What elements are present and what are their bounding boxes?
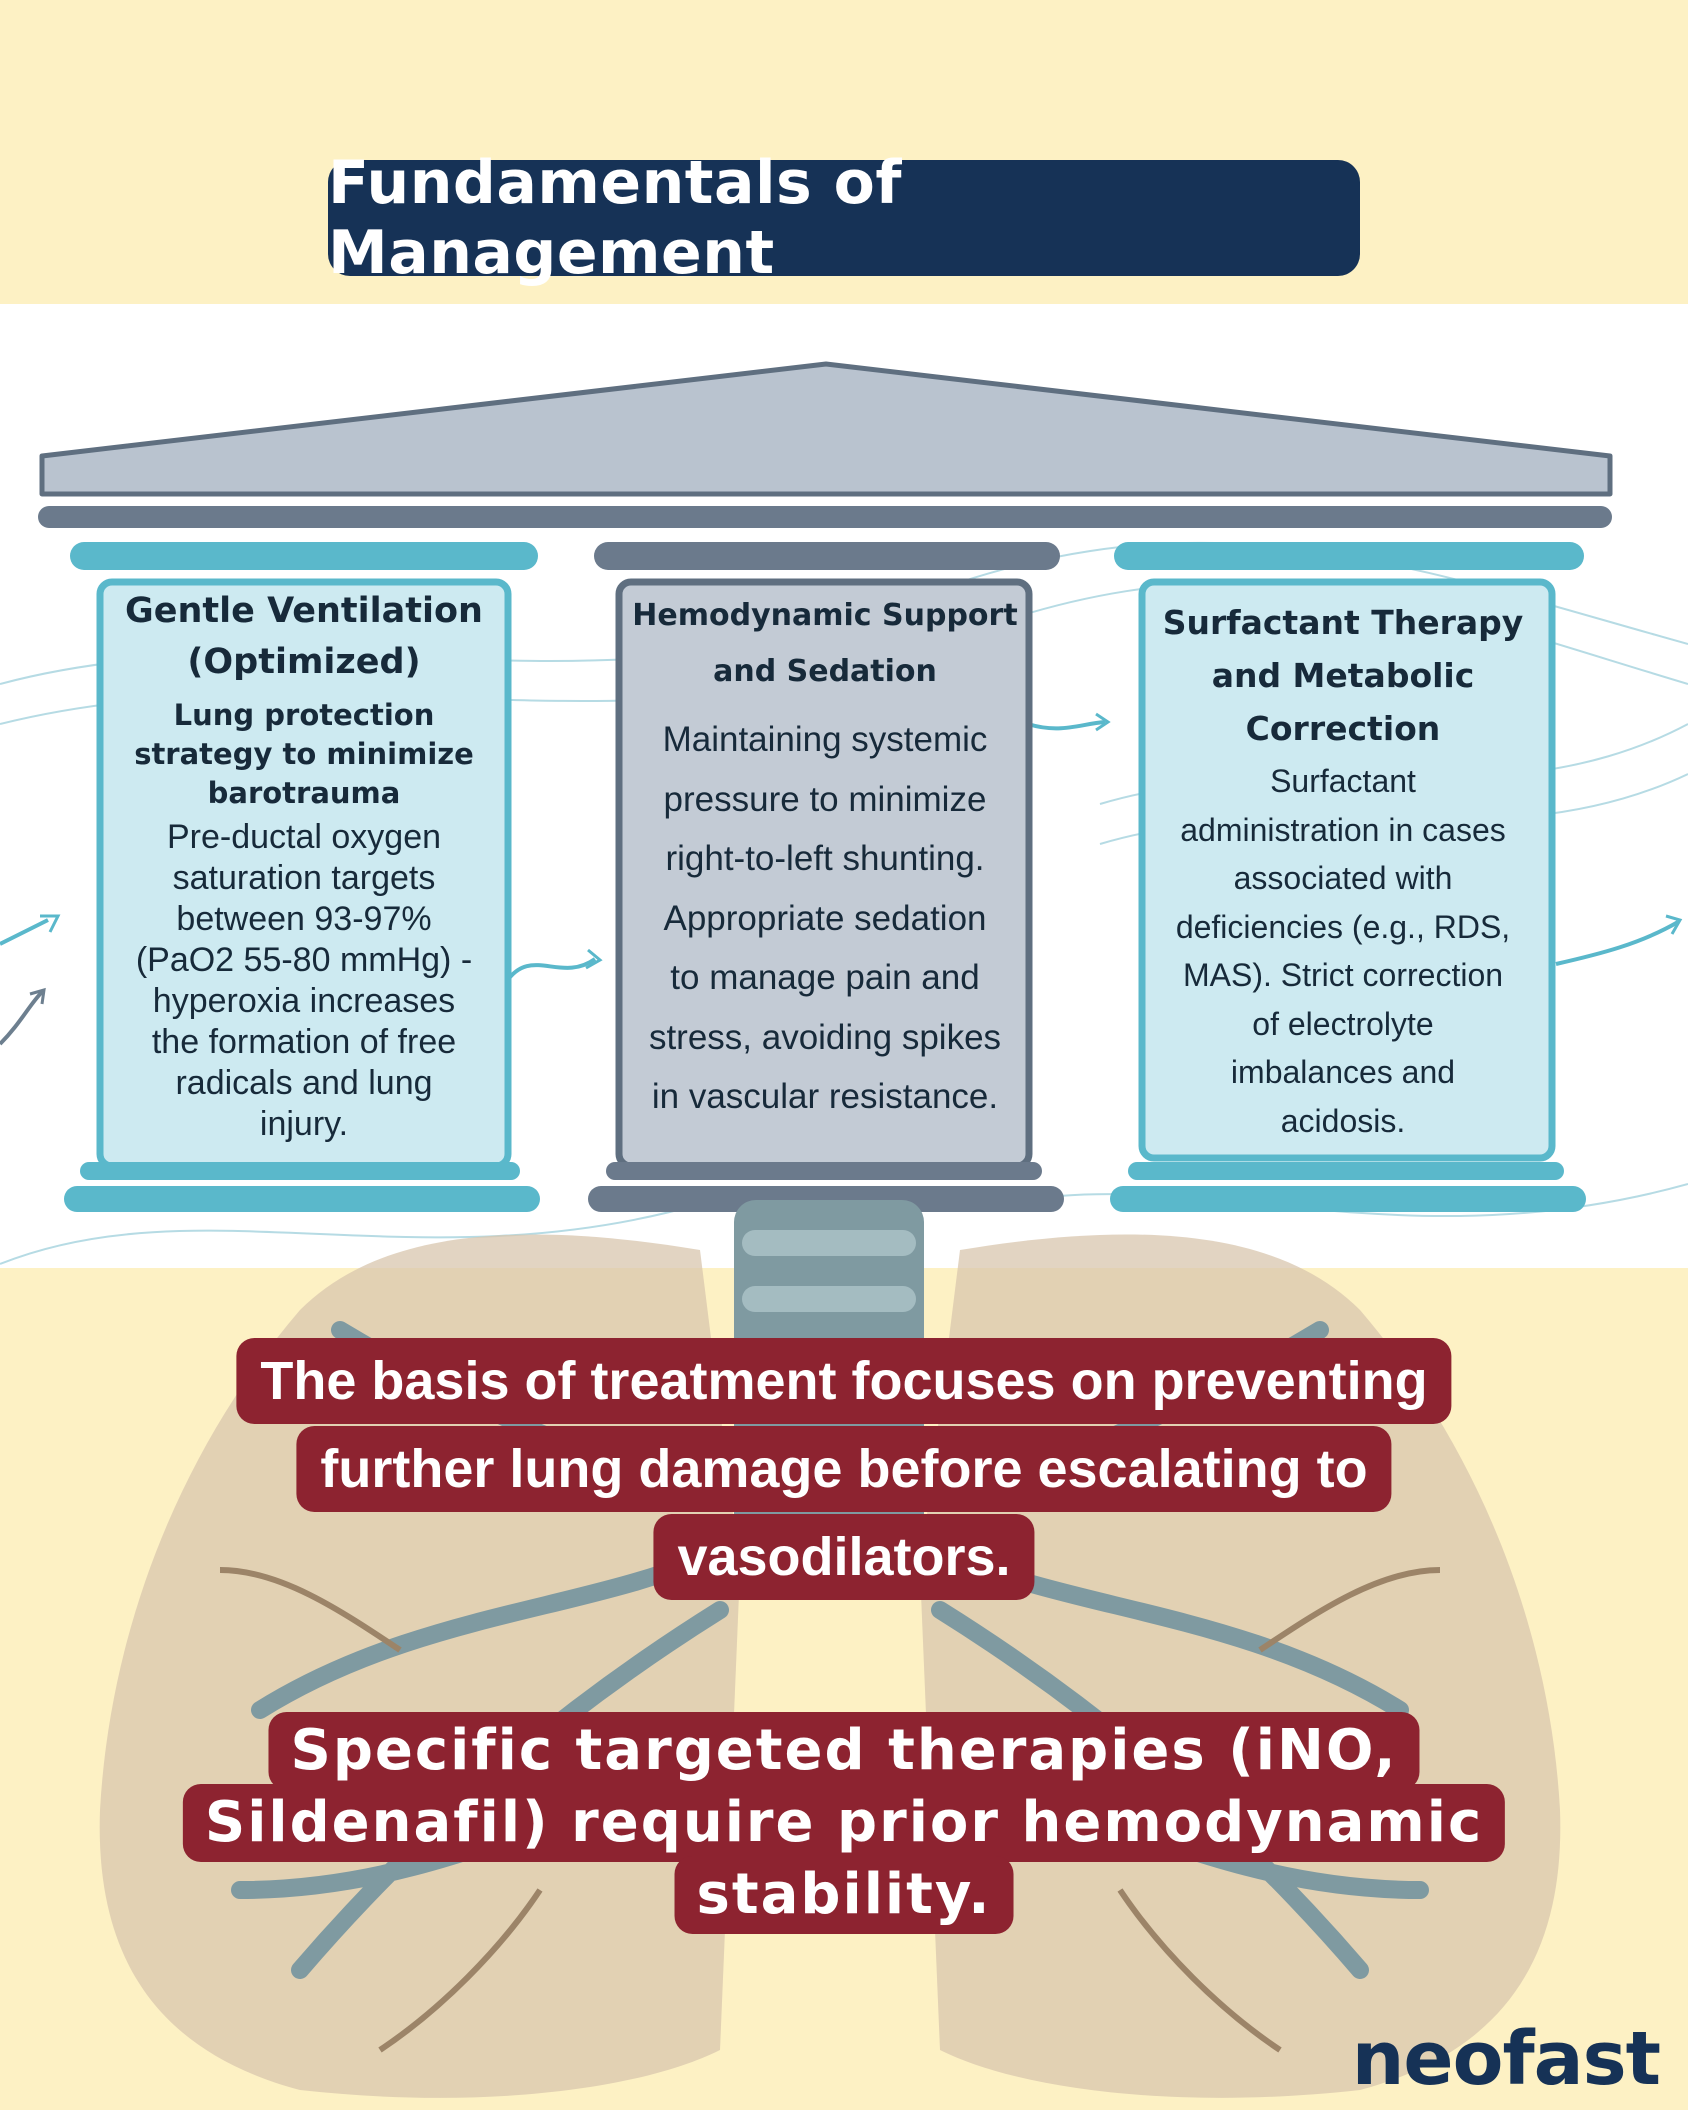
pillar-body-line: Pre-ductal oxygen [166,818,442,856]
pillar-body-line: hyperoxia increases [152,982,456,1020]
pillar-body-line: acidosis. [1280,1102,1406,1139]
pillar-subheading-line: barotrauma [207,776,401,810]
pillar-body-line: the formation of free [151,1023,457,1061]
title-banner: Fundamentals of Management [328,148,1360,288]
pillar-heading-line: Hemodynamic Support [632,598,1018,633]
pillar-body-line: of electrolyte [1252,1005,1434,1042]
callout-line: vasodilators. [653,1514,1035,1600]
lungs-illustration [99,1200,1561,2098]
pillar-subheading-line: Lung protection [173,698,435,732]
pillar-bases [64,1162,1586,1212]
pillar-heading-line: Surfactant Therapy [1162,603,1524,642]
pillar-heading-line: and Metabolic [1211,656,1475,695]
pillar-body-line: between 93-97% [176,900,432,938]
pillar-heading-line: Correction [1245,709,1441,748]
pillar-heading-line: Gentle Ventilation [125,591,483,631]
pillar-body-line: in vascular resistance. [651,1077,999,1116]
pillar-body-line: stress, avoiding spikes [648,1017,1002,1057]
page-title: Fundamentals of Management [328,148,902,288]
pillar-heading-line: and Sedation [713,654,937,689]
pillar-heading-line: (Optimized) [187,642,421,682]
pillar-hemodynamic-support: Hemodynamic Support and Sedation Maintai… [630,588,1020,1148]
pillar-body-line: Maintaining systemic [662,720,988,759]
pillar-body-line: deficiencies (e.g., RDS, [1175,908,1511,945]
pillar-capitals [70,542,1584,570]
pillar-body-line: (PaO2 55-80 mmHg) - [135,941,473,979]
pillar-body-line: injury. [259,1105,349,1143]
flow-arrows [0,712,1683,986]
callout-line: further lung damage before escalating to [296,1426,1392,1512]
pillar-body-line: administration in cases [1180,811,1506,848]
pillar-gentle-ventilation: Gentle Ventilation (Optimized) Lung prot… [112,586,496,1152]
pillar-body-line: saturation targets [172,859,436,897]
pillar-body-line: MAS). Strict correction [1182,957,1504,993]
pillar-body-line: imbalances and [1230,1054,1456,1090]
brand-logo: neofast [1351,2016,1661,2102]
pillar-subheading-line: strategy to minimize [134,737,474,771]
callout-line: Specific targeted therapies (iNO, [268,1712,1420,1790]
callout-line: stability. [674,1856,1014,1934]
temple-roof [38,361,1613,528]
pillar-body-line: Appropriate sedation [663,898,987,938]
flow-arrows-dark [0,987,46,1046]
callout-line: The basis of treatment focuses on preven… [236,1338,1452,1424]
pillar-surfactant-therapy: Surfactant Therapy and Metabolic Correct… [1150,596,1536,1139]
temple-illustration [0,361,1688,1265]
pillar-body-line: associated with [1233,860,1453,896]
callout-line: Sildenafil) require prior hemodynamic [182,1784,1506,1862]
pillar-shafts [96,578,1556,1170]
pillar-body-line: right-to-left shunting. [665,839,985,878]
pillar-body-line: pressure to minimize [663,779,987,819]
pillar-body-line: to manage pain and [670,958,980,997]
pillar-body-line: radicals and lung [175,1064,433,1102]
pillar-body-line: Surfactant [1270,763,1416,799]
